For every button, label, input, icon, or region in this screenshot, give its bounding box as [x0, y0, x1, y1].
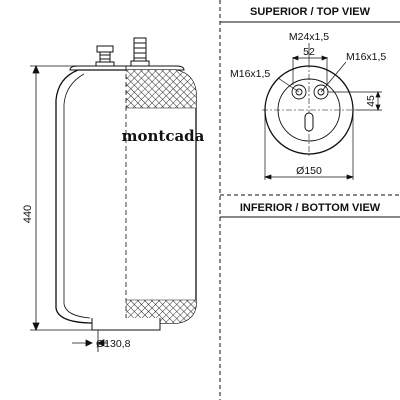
bottom-piston [91, 318, 161, 331]
height-dimension [30, 64, 92, 332]
right-thread-leader [320, 61, 347, 93]
bellow-inner-contour [63, 73, 91, 319]
bottom-view-header: INFERIOR / BOTTOM VIEW [240, 202, 381, 214]
brand-label: montcada [122, 127, 205, 145]
top-view-header: SUPERIOR / TOP VIEW [250, 6, 371, 18]
height-label: 440 [22, 205, 34, 223]
view-frame [219, 0, 400, 400]
diameter-label: Ø150 [296, 165, 322, 177]
center-thread-label: M24x1,5 [289, 31, 329, 43]
air-spring-side-view: montcada [55, 37, 205, 352]
knurl-top [126, 70, 196, 108]
base-diameter-label: Ø130,8 [96, 338, 131, 350]
bolt-fitting-right [130, 37, 150, 67]
offset-dimension [328, 91, 382, 111]
top-view-drawing [262, 62, 356, 158]
offset-label: 45 [365, 95, 377, 107]
base-diameter-dimension [72, 339, 108, 347]
center-slot [304, 112, 314, 132]
top-plate [69, 65, 185, 71]
left-thread-label: M16x1,5 [230, 68, 270, 80]
knurl-bottom [126, 300, 196, 323]
diameter-dimension [263, 110, 355, 180]
air-fitting-left [95, 45, 115, 67]
left-thread-leader [277, 77, 300, 93]
right-thread-label: M16x1,5 [346, 51, 386, 63]
spacing-dimension [292, 55, 328, 85]
